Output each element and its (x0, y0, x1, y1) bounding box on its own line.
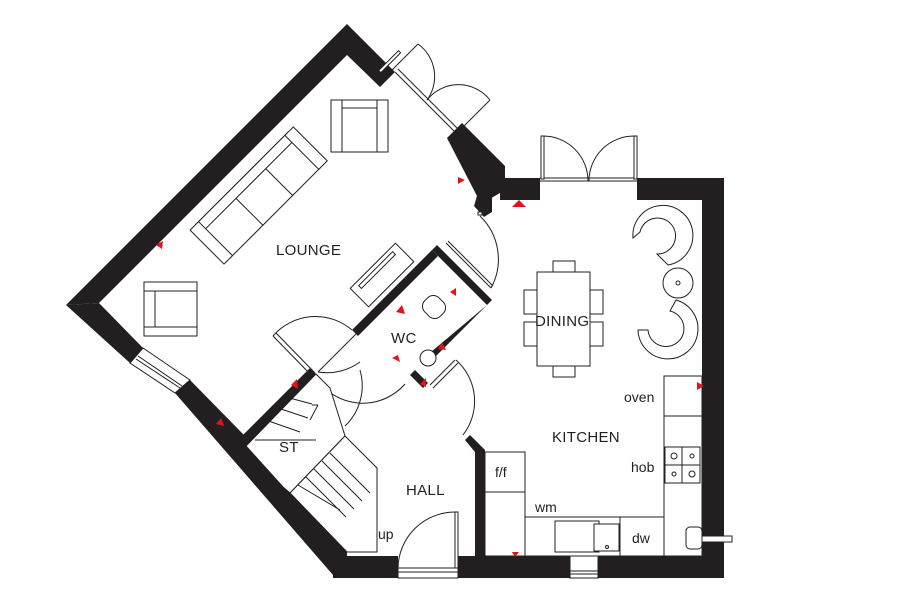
room-label-lounge: LOUNGE (276, 242, 341, 259)
fixture-label-oven: oven (624, 389, 654, 405)
front-door (397, 511, 459, 579)
lounge-french-doors (377, 43, 491, 133)
armchair-left (143, 281, 198, 337)
tv-unit (349, 242, 415, 308)
wall-sw-upper (66, 303, 143, 363)
wall-wc-top (432, 245, 492, 305)
wall-nw (66, 24, 395, 305)
fixture-label-washing-machine: wm (534, 499, 557, 515)
oven-unit (663, 375, 703, 417)
walls (66, 24, 724, 578)
boiler (685, 526, 703, 550)
room-label-hall: HALL (406, 482, 445, 499)
room-label-store: ST (279, 439, 299, 456)
kitchen-units (484, 375, 733, 557)
kitchen-hall-door (429, 359, 476, 436)
fixture-labels: oven hob f/f wm dw up (378, 389, 655, 546)
fixture-label-fridge-freezer: f/f (495, 464, 507, 480)
hall-lounge-door (272, 315, 361, 377)
fixture-label-stairs-up: up (378, 526, 394, 542)
fixture-label-dishwasher: dw (632, 530, 651, 546)
lounge-dining-door (445, 211, 499, 289)
wall-ne (447, 123, 505, 200)
window-kitchen (569, 555, 599, 579)
room-label-wc: WC (391, 330, 417, 347)
kitchen-french-doors (540, 135, 638, 182)
wall-ne-nib (474, 196, 492, 217)
wall-bottom-right (598, 556, 724, 578)
fixture-label-hob: hob (631, 459, 655, 475)
furniture (143, 99, 733, 557)
openings (129, 43, 638, 579)
sofa (189, 126, 328, 265)
socket-markers (156, 177, 704, 557)
wall-bottom-mid (458, 556, 570, 578)
dining-table (523, 260, 604, 378)
wall-sw-lower (175, 380, 347, 575)
wall-right (702, 178, 724, 578)
staircase (245, 373, 378, 553)
window-west (129, 347, 191, 394)
wall-hall-kitchen (465, 435, 485, 556)
room-label-dining: DINING (535, 313, 589, 330)
wall-top-mid (500, 178, 540, 200)
wall-bottom-left (333, 556, 398, 578)
wall-wc-left (352, 250, 438, 336)
room-label-kitchen: KITCHEN (552, 429, 620, 446)
fridge-freezer-unit (484, 451, 526, 493)
wc-fixtures (419, 294, 447, 367)
room-labels: LOUNGE DINING WC KITCHEN HALL ST (276, 242, 620, 499)
tub-chairs (632, 204, 699, 360)
wall-top-right (637, 178, 724, 200)
armchair-top (330, 99, 389, 153)
sink (554, 520, 600, 553)
